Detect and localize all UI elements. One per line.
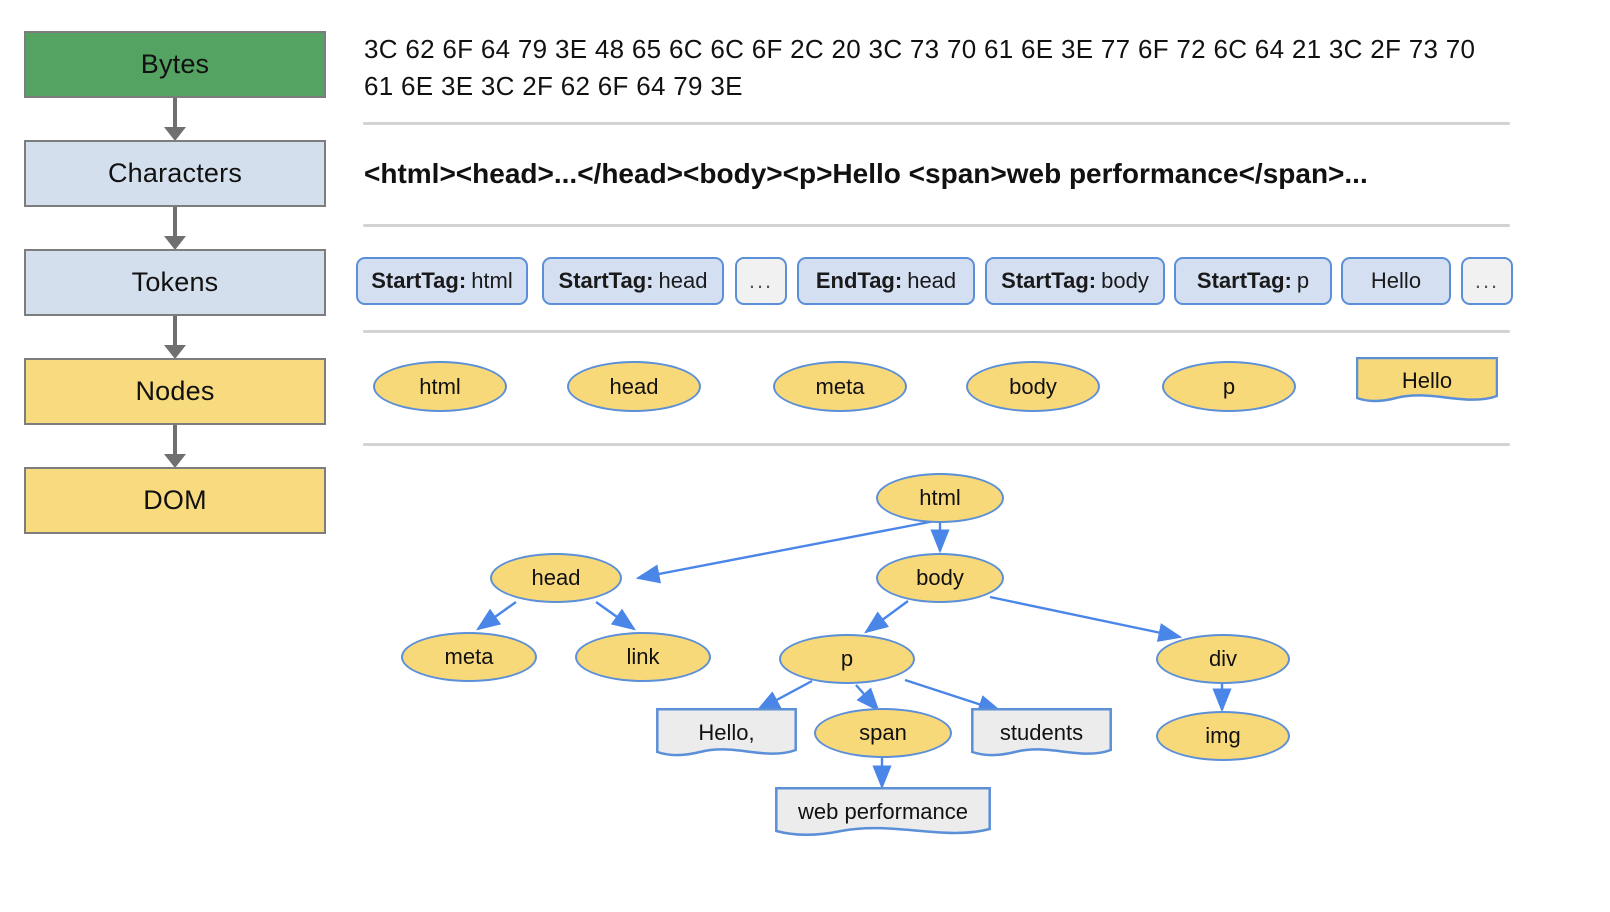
token-ellipsis-2[interactable]: ...: [1461, 257, 1513, 305]
pipeline-stage-nodes: Nodes: [24, 358, 326, 425]
node-p[interactable]: p: [1162, 361, 1296, 412]
dom-node-text-web-performance[interactable]: web performance: [775, 787, 991, 851]
token-ellipsis-1[interactable]: ...: [735, 257, 787, 305]
token-value: Hello: [1370, 268, 1422, 293]
dom-node-link[interactable]: link: [575, 632, 711, 682]
node-head[interactable]: head: [567, 361, 701, 412]
pipeline-stage-label: Characters: [107, 158, 243, 188]
separator-after-characters: [363, 224, 1510, 227]
document-shape-icon: [1356, 357, 1498, 403]
edge-body-p: [864, 600, 909, 634]
token-value: head: [658, 268, 708, 293]
edge-head-meta: [476, 601, 517, 631]
pipeline-stage-tokens: Tokens: [24, 249, 326, 316]
separator-after-nodes: [363, 443, 1510, 446]
document-shape-icon: [971, 708, 1112, 757]
separator-after-tokens: [363, 330, 1510, 333]
token-value: html: [471, 268, 513, 293]
token-kind: StartTag:: [1196, 268, 1292, 293]
dom-node-text-hello[interactable]: Hello,: [656, 708, 797, 772]
pipeline-stage-label: DOM: [143, 485, 207, 515]
dom-node-label: body: [916, 565, 964, 590]
dom-node-div[interactable]: div: [1156, 634, 1290, 684]
pipeline-stage-label: Nodes: [135, 376, 215, 406]
token-starttag-body[interactable]: StartTag: body: [985, 257, 1165, 305]
token-starttag-html[interactable]: StartTag: html: [356, 257, 528, 305]
dom-node-span[interactable]: span: [814, 708, 952, 758]
pipeline-stage-characters: Characters: [24, 140, 326, 207]
separator-after-bytes: [363, 122, 1510, 125]
node-body[interactable]: body: [966, 361, 1100, 412]
token-value: p: [1296, 268, 1310, 293]
token-starttag-p[interactable]: StartTag: p: [1174, 257, 1332, 305]
dom-node-label: students: [999, 720, 1084, 745]
dom-node-img[interactable]: img: [1156, 711, 1290, 761]
token-kind: StartTag:: [371, 268, 467, 293]
pipeline-stage-label: Tokens: [131, 267, 219, 297]
pipeline-arrow-tokens-nodes: [164, 316, 186, 359]
pipeline-arrow-characters-tokens: [164, 207, 186, 250]
edge-body-div: [989, 595, 1183, 642]
token-kind: StartTag:: [558, 268, 654, 293]
pipeline-arrow-nodes-dom: [164, 425, 186, 468]
node-meta[interactable]: meta: [773, 361, 907, 412]
pipeline-stage-label: Bytes: [140, 49, 210, 79]
pipeline-arrow-bytes-characters: [164, 98, 186, 141]
node-label: meta: [815, 373, 865, 399]
edge-head-link: [595, 601, 636, 631]
pipeline-stage-bytes: Bytes: [24, 31, 326, 98]
node-label: p: [1222, 373, 1236, 399]
token-text-hello[interactable]: Hello: [1341, 257, 1451, 305]
token-value: head: [907, 268, 957, 293]
token-endtag-head[interactable]: EndTag: head: [797, 257, 975, 305]
token-value: body: [1101, 268, 1149, 293]
token-value: ...: [1474, 268, 1500, 293]
dom-node-label: web performance: [798, 799, 968, 824]
dom-node-label: html: [919, 485, 961, 510]
dom-node-html[interactable]: html: [876, 473, 1004, 523]
characters-markup-text: <html><head>...</head><body><p>Hello <sp…: [364, 158, 1368, 189]
node-label: body: [1009, 373, 1057, 399]
dom-node-label: meta: [444, 644, 494, 669]
token-kind: StartTag:: [1001, 268, 1097, 293]
node-text-hello[interactable]: Hello: [1356, 357, 1498, 416]
dom-node-label: p: [840, 646, 854, 671]
dom-node-p[interactable]: p: [779, 634, 915, 684]
token-value: ...: [748, 268, 774, 293]
document-shape-icon: [775, 787, 991, 836]
dom-node-meta[interactable]: meta: [401, 632, 537, 682]
dom-node-label: img: [1205, 723, 1241, 748]
node-label: head: [609, 373, 659, 399]
token-kind: EndTag:: [815, 268, 903, 293]
dom-node-body[interactable]: body: [876, 553, 1004, 603]
dom-node-label: div: [1208, 646, 1238, 671]
node-label: Hello: [1401, 368, 1453, 393]
edge-p-students: [904, 678, 1003, 714]
dom-node-label: span: [859, 720, 907, 745]
edge-p-span: [855, 684, 880, 712]
dom-node-label: link: [626, 644, 660, 669]
node-label: html: [419, 373, 461, 399]
edge-p-hello: [755, 679, 813, 712]
node-html[interactable]: html: [373, 361, 507, 412]
dom-node-label: Hello,: [698, 720, 755, 745]
document-shape-icon: [656, 708, 797, 757]
dom-node-text-students[interactable]: students: [971, 708, 1112, 772]
token-starttag-head[interactable]: StartTag: head: [542, 257, 724, 305]
dom-node-head[interactable]: head: [490, 553, 622, 603]
pipeline-stage-dom: DOM: [24, 467, 326, 534]
bytes-hex-text: 3C 62 6F 64 79 3E 48 65 6C 6C 6F 2C 20 3…: [364, 34, 1483, 101]
dom-node-label: head: [531, 565, 581, 590]
